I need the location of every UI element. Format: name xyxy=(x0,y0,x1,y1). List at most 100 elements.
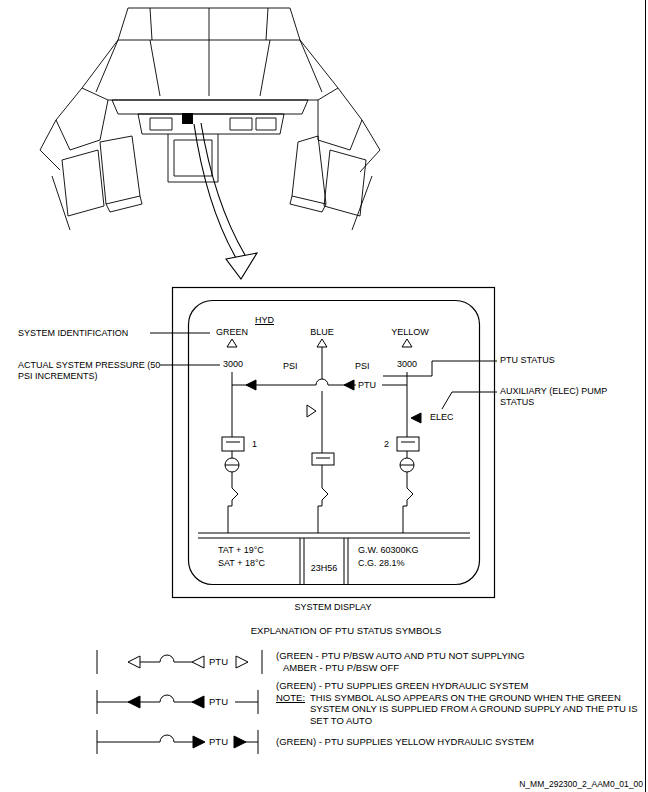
ptu-label: PTU xyxy=(358,380,376,391)
ptu-symbol-row-1-part xyxy=(236,656,248,668)
explanation-text: (GREEN - PTU P/BSW AUTO AND PTU NOT SUPP… xyxy=(276,650,525,661)
pump-number: 2 xyxy=(384,439,389,450)
status-value: C.G. 28.1% xyxy=(358,558,405,569)
ptu-symbol-row-3-part xyxy=(193,736,205,748)
system-triangles-part xyxy=(317,339,327,347)
system-name: GREEN xyxy=(216,327,248,338)
system-triangles xyxy=(227,339,412,347)
green-system-line-part xyxy=(222,437,244,451)
status-value: SAT + 18°C xyxy=(218,558,265,569)
explanation-text: AMBER - PTU P/BSW OFF xyxy=(283,662,399,673)
ptu-line-part xyxy=(382,385,407,386)
green-system-line-part xyxy=(225,458,239,472)
status-value: TAT + 19°C xyxy=(218,545,264,556)
ptu-symbol-row-1-part xyxy=(97,650,98,674)
ptu-symbol-row-1-part xyxy=(192,656,204,668)
system-triangles-part xyxy=(227,339,237,347)
cockpit-illustration-part xyxy=(174,140,212,176)
cockpit-illustration-part xyxy=(96,40,322,92)
callout-label: ACTUAL SYSTEM PRESSURE (50 PSI INCREMENT… xyxy=(18,360,168,382)
ptu-symbol-row-1 xyxy=(97,650,262,674)
status-band-part xyxy=(198,533,470,538)
callout-label: AUXILIARY (ELEC) PUMP STATUS xyxy=(500,386,640,408)
yellow-system-line-part xyxy=(403,472,413,533)
green-system-line xyxy=(222,372,244,533)
cockpit-illustration-part xyxy=(150,118,276,130)
ptu-symbol-row-2-part xyxy=(97,695,204,702)
cockpit-illustration-part xyxy=(56,88,108,150)
explanation-text: (GREEN) - PTU SUPPLIES GREEN HYDRAULIC S… xyxy=(276,680,528,691)
yellow-system-line-part xyxy=(411,413,421,423)
cockpit-illustration-part xyxy=(324,150,366,216)
ptu-symbol-row-3-part xyxy=(234,736,246,748)
pointer-arrow-part xyxy=(194,124,236,258)
cockpit-illustration-part xyxy=(82,40,338,100)
status-band-part xyxy=(300,538,348,584)
page-border xyxy=(645,0,646,792)
callout-label: PTU STATUS xyxy=(500,355,555,366)
yellow-system-line-part xyxy=(400,465,414,466)
ptu-line-part xyxy=(246,380,256,390)
cockpit-illustration-part xyxy=(112,100,308,114)
ptu-symbol-row-2-part xyxy=(192,696,204,708)
green-system-line-part xyxy=(232,451,233,458)
ptu-line-part xyxy=(344,380,354,390)
blue-system-line-part xyxy=(322,347,323,453)
yellow-system-line-part xyxy=(397,437,419,451)
cockpit-illustration-part xyxy=(138,114,284,134)
cockpit-illustration-part xyxy=(118,8,300,40)
yellow-system-line-part xyxy=(400,458,414,472)
ptu-label: PTU xyxy=(209,696,228,707)
ptu-symbol-row-2-part xyxy=(128,696,140,708)
pump-label: ELEC xyxy=(430,412,454,423)
cockpit-illustration-part xyxy=(100,136,142,212)
ptu-symbol-row-2-part xyxy=(235,702,258,703)
figure-caption: SYSTEM DISPLAY xyxy=(295,602,372,613)
ptu-symbol-row-3-part xyxy=(97,735,196,742)
green-system-line-part xyxy=(228,472,238,533)
green-system-line-part xyxy=(232,372,233,437)
system-triangles-part xyxy=(402,339,412,347)
pressure-value: 3000 xyxy=(397,359,417,370)
unit-label: PSI xyxy=(355,361,370,372)
ptu-label: PTU xyxy=(209,736,228,747)
callout-label: SYSTEM IDENTIFICATION xyxy=(18,328,128,339)
yellow-system-line-part xyxy=(407,451,408,458)
ptu-symbol-row-1-part xyxy=(128,656,140,668)
leader-lines xyxy=(150,333,497,409)
system-name: YELLOW xyxy=(391,327,429,338)
display-screen xyxy=(189,301,480,585)
ptu-symbol-row-3-part xyxy=(258,730,259,754)
blue-system-line-part xyxy=(312,453,334,465)
status-band xyxy=(198,533,470,584)
green-system-line-part xyxy=(226,442,240,443)
ptu-symbol-row-2 xyxy=(97,690,258,714)
unit-label: PSI xyxy=(283,361,298,372)
cockpit-illustration-part xyxy=(168,134,218,182)
note-label: NOTE: xyxy=(276,692,305,703)
blue-system-line-part xyxy=(316,458,330,459)
ptu-symbol-row-1-part xyxy=(262,650,263,674)
blue-system-line-part xyxy=(307,405,316,417)
pointer-arrow xyxy=(194,123,257,279)
explanation-text: (GREEN) - PTU SUPPLIES YELLOW HYDRAULIC … xyxy=(276,736,534,747)
ptu-symbol-row-3 xyxy=(97,730,258,754)
cockpit-illustration-part xyxy=(182,113,193,124)
yellow-system-line-part xyxy=(407,372,408,437)
pressure-value: 3000 xyxy=(223,359,243,370)
ptu-line xyxy=(232,379,407,390)
cockpit-illustration-part xyxy=(150,8,268,40)
blue-system-line xyxy=(307,347,334,533)
leader-lines-part xyxy=(160,365,220,366)
display-housing xyxy=(173,288,495,598)
section-heading: EXPLANATION OF PTU STATUS SYMBOLS xyxy=(251,625,442,636)
note-text: THIS SYMBOL ALSO APPEARS ON THE GROUND W… xyxy=(310,692,640,726)
ptu-symbol-row-1-part xyxy=(140,655,192,662)
cockpit-illustration-part xyxy=(318,88,362,150)
cockpit-illustration-part xyxy=(62,150,104,216)
green-system-line-part xyxy=(225,465,239,466)
cockpit-illustration-part xyxy=(290,136,326,212)
pointer-arrow-part xyxy=(201,123,245,255)
figure-id: N_MM_292300_2_AAM0_01_00 xyxy=(519,779,643,789)
